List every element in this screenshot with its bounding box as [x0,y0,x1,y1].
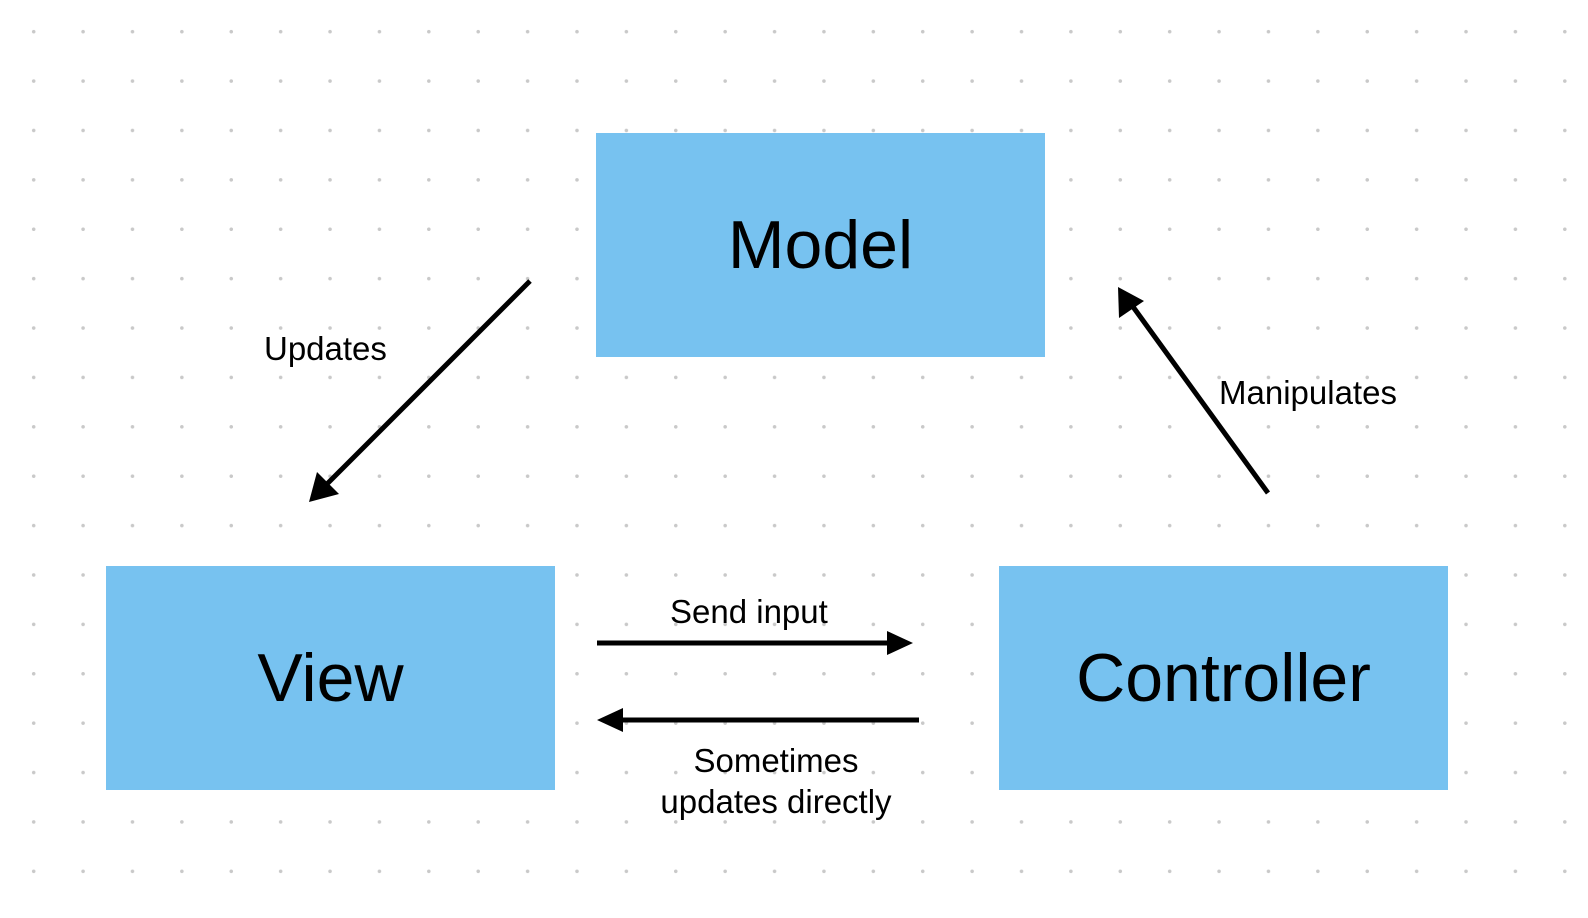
sometimes-updates-directly-label: Sometimes updates directly [626,740,926,822]
arrow-view-to-controller [597,631,913,655]
arrow-model-to-view [309,279,532,502]
arrow-controller-to-view [597,708,919,732]
arrow-controller-to-model [1118,287,1271,495]
view-node: View [106,566,555,790]
sometimes-label-line-2: updates directly [660,783,892,820]
send-input-label: Send input [670,593,828,630]
updates-label: Updates [264,330,387,367]
view-label: View [257,640,404,716]
controller-node: Controller [999,566,1448,790]
model-node: Model [596,133,1045,357]
controller-label: Controller [1076,640,1371,716]
manipulates-label: Manipulates [1219,374,1397,411]
model-label: Model [727,207,914,283]
sometimes-label-line-1: Sometimes [693,742,859,779]
